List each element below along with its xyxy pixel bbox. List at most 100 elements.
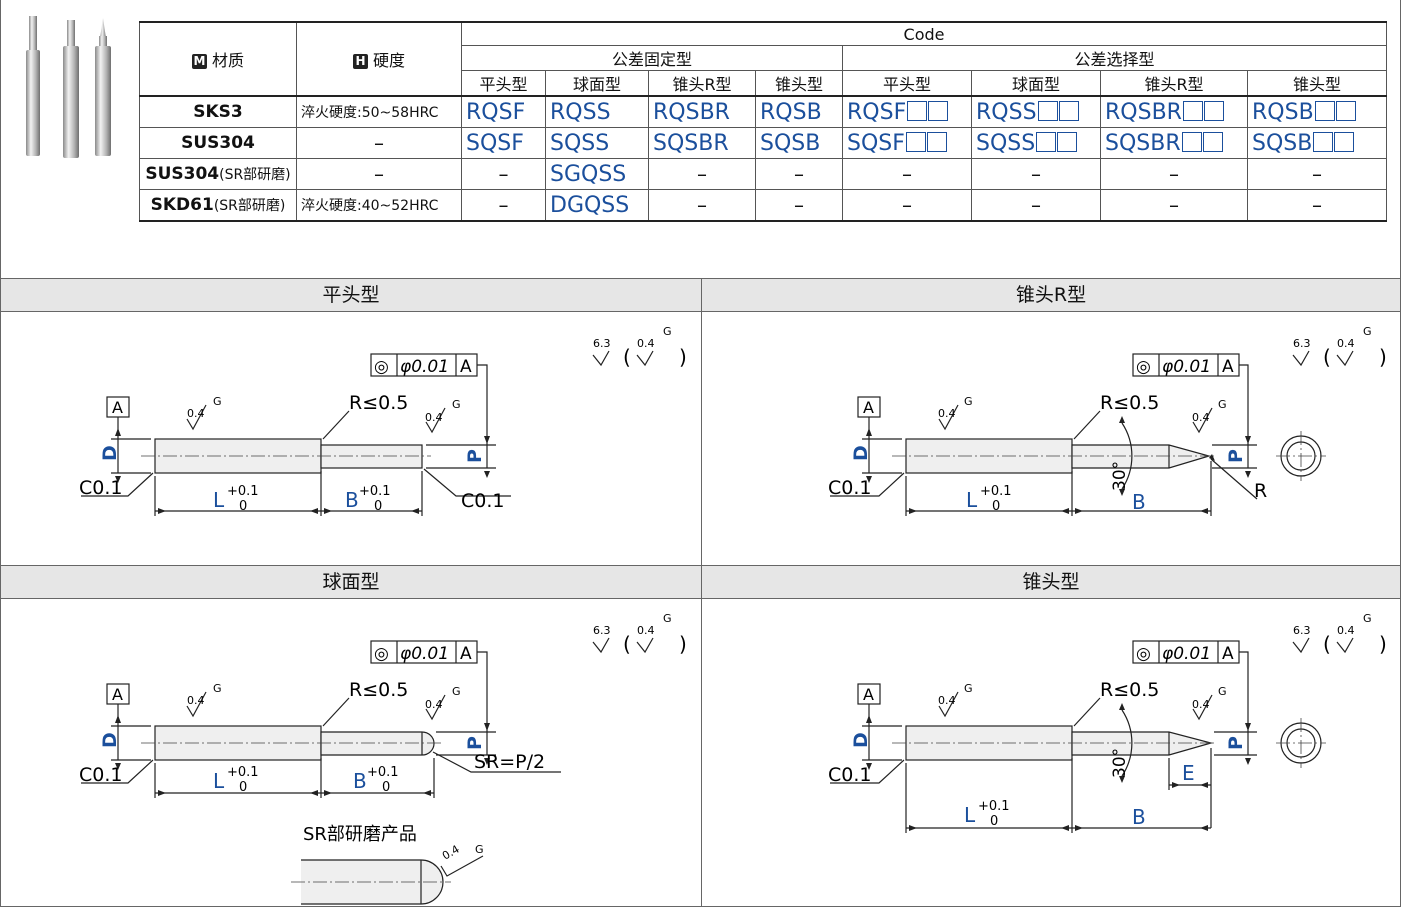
- svg-text:G: G: [1218, 398, 1227, 411]
- svg-text:G: G: [1363, 612, 1372, 625]
- svg-text:): ): [1379, 632, 1387, 656]
- svg-text:C0.1: C0.1: [79, 764, 122, 786]
- svg-text:A: A: [863, 398, 874, 417]
- panel-title: 平头型: [1, 279, 701, 312]
- svg-text:): ): [1379, 345, 1387, 369]
- svg-text:0: 0: [374, 499, 382, 514]
- type-header: 锥头型: [1247, 70, 1387, 97]
- svg-text:B: B: [1132, 490, 1146, 514]
- svg-text:◎: ◎: [374, 357, 389, 377]
- svg-text:P: P: [464, 736, 486, 750]
- panel-sphere: 球面型: [0, 565, 702, 907]
- svg-text:30°: 30°: [1110, 748, 1130, 778]
- type-header: 锥头R型: [648, 70, 756, 97]
- svg-text:A: A: [1222, 357, 1234, 377]
- table-row: SUS304(SR部研磨) – – SGQSS – – – – – –: [139, 158, 1387, 190]
- svg-text:+0.1: +0.1: [978, 799, 1010, 814]
- select-group-header: 公差选择型: [842, 45, 1387, 71]
- svg-text:0: 0: [239, 780, 247, 795]
- svg-text:+0.1: +0.1: [227, 765, 259, 780]
- svg-text:G: G: [475, 843, 484, 856]
- svg-text:0: 0: [239, 499, 247, 514]
- svg-text:E: E: [1182, 761, 1195, 785]
- type-header: 平头型: [461, 70, 546, 97]
- svg-text:L: L: [964, 803, 976, 827]
- svg-text:B: B: [1132, 805, 1146, 829]
- svg-text:D: D: [99, 445, 121, 461]
- svg-text:P: P: [1225, 736, 1247, 750]
- type-header: 锥头R型: [1100, 70, 1248, 97]
- svg-text:(: (: [1323, 345, 1331, 369]
- svg-text:G: G: [663, 325, 672, 338]
- svg-text:0.4: 0.4: [1192, 411, 1210, 424]
- svg-text:6.3: 6.3: [593, 337, 611, 350]
- svg-text:(: (: [623, 345, 631, 369]
- svg-text:P: P: [464, 449, 486, 463]
- svg-text:30°: 30°: [1110, 461, 1130, 491]
- svg-text:A: A: [460, 357, 472, 377]
- svg-text:R≤0.5: R≤0.5: [1100, 679, 1159, 701]
- type-header: 平头型: [842, 70, 972, 97]
- svg-text:SR=P/2: SR=P/2: [474, 751, 545, 773]
- svg-text:0.4: 0.4: [938, 407, 956, 420]
- svg-text:G: G: [213, 682, 222, 695]
- svg-text:G: G: [663, 612, 672, 625]
- sr-caption: SR部研磨产品: [303, 824, 417, 845]
- svg-text:0: 0: [992, 499, 1000, 514]
- svg-text:C0.1: C0.1: [79, 477, 122, 499]
- svg-text:φ0.01: φ0.01: [400, 644, 449, 664]
- panel-title: 锥头型: [702, 566, 1400, 599]
- material-badge: M: [191, 54, 207, 69]
- svg-text:0.4: 0.4: [425, 411, 443, 424]
- svg-text:6.3: 6.3: [593, 624, 611, 637]
- table-row: SUS304 – SQSF SQSS SQSBR SQSB SQSF SQSS …: [139, 127, 1387, 159]
- table-row: SKS3 淬火硬度:50~58HRC RQSF RQSS RQSBR RQSB …: [139, 95, 1387, 128]
- flat-drawing: 6.3 ( 0.4 G ) ◎ φ0.01 A A 0.4 G R≤0.5 0.…: [79, 325, 687, 516]
- panel-cone-r: 锥头R型: [701, 278, 1401, 566]
- fixed-group-header: 公差固定型: [461, 45, 843, 71]
- code-header: Code: [461, 21, 1387, 46]
- svg-text:R≤0.5: R≤0.5: [1100, 392, 1159, 414]
- svg-text:B: B: [345, 488, 359, 512]
- svg-text:0.4: 0.4: [1337, 337, 1355, 350]
- svg-text:R≤0.5: R≤0.5: [349, 679, 408, 701]
- cone-r-drawing: 6.3 ( 0.4 G ) ◎ φ0.01 A A 0.4 G R≤0.5 0.…: [828, 325, 1387, 516]
- svg-text:P: P: [1225, 449, 1247, 463]
- svg-text:0.4: 0.4: [637, 624, 655, 637]
- svg-text:): ): [679, 632, 687, 656]
- type-header: 锥头型: [755, 70, 843, 97]
- svg-text:0.4: 0.4: [187, 694, 205, 707]
- svg-text:G: G: [452, 398, 461, 411]
- type-header: 球面型: [971, 70, 1101, 97]
- svg-text:0.4: 0.4: [425, 698, 443, 711]
- svg-text:A: A: [460, 644, 472, 664]
- svg-text:C0.1: C0.1: [828, 764, 871, 786]
- svg-text:G: G: [1363, 325, 1372, 338]
- svg-text:φ0.01: φ0.01: [400, 357, 449, 377]
- svg-text:D: D: [99, 732, 121, 748]
- panel-title: 锥头R型: [702, 279, 1400, 312]
- svg-text:C0.1: C0.1: [828, 477, 871, 499]
- table-row: SKD61(SR部研磨) 淬火硬度:40~52HRC – DGQSS – – –…: [139, 189, 1387, 222]
- panel-flat: 平头型: [0, 278, 702, 566]
- svg-text:A: A: [112, 685, 123, 704]
- svg-text:0: 0: [382, 780, 390, 795]
- svg-text:◎: ◎: [1136, 644, 1151, 664]
- svg-text:6.3: 6.3: [1293, 624, 1311, 637]
- svg-text:): ): [679, 345, 687, 369]
- svg-text:C0.1: C0.1: [461, 490, 504, 512]
- svg-text:G: G: [1218, 685, 1227, 698]
- cone-drawing: 6.3 ( 0.4 G ) ◎ φ0.01 A A 0.4 G R≤0.5 0.…: [828, 612, 1387, 833]
- svg-text:R: R: [1254, 480, 1267, 502]
- svg-text:◎: ◎: [1136, 357, 1151, 377]
- svg-text:G: G: [452, 685, 461, 698]
- svg-text:D: D: [850, 445, 872, 461]
- svg-text:L: L: [213, 488, 225, 512]
- svg-text:L: L: [213, 769, 225, 793]
- svg-text:◎: ◎: [374, 644, 389, 664]
- svg-text:G: G: [213, 395, 222, 408]
- svg-text:D: D: [850, 732, 872, 748]
